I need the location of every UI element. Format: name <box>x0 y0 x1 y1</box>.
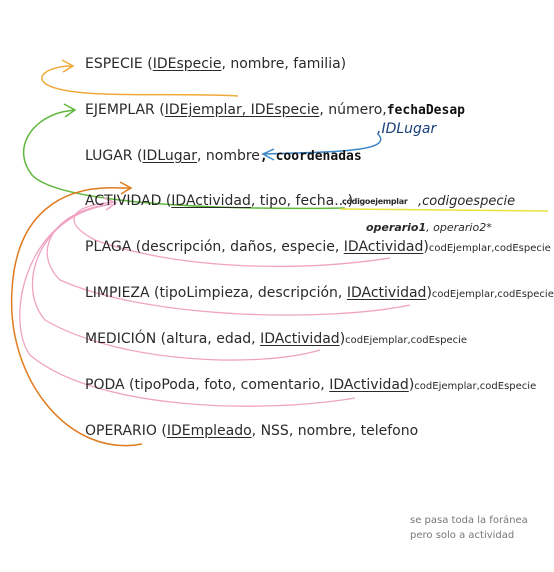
ejemplar-added-lugar: ,IDLugar <box>377 121 437 137</box>
pink-arrow-poda <box>19 205 356 407</box>
limpieza-added: codEjemplar,codEspecie <box>431 289 554 300</box>
poda-name: PODA (tipoPoda, foto, comentario, <box>85 377 330 393</box>
poda-fk: IDActividad <box>329 377 409 393</box>
footnote-line-1: se pasa toda la foránea <box>410 515 528 526</box>
actividad-operario1: operario1 <box>366 221 427 234</box>
operario-rest: , NSS, nombre, telefono <box>251 423 419 439</box>
especie-pk: IDEspecie <box>152 56 222 72</box>
actividad-pk: IDActividad <box>171 193 251 209</box>
row-poda: PODA (tipoPoda, foto, comentario, IDActi… <box>85 377 536 393</box>
orange-arrowhead-2 <box>119 181 133 195</box>
medicion-close: ) <box>339 331 346 347</box>
ejemplar-keys: IDEjemplar, IDEspecie <box>164 102 320 118</box>
operario-pk: IDEmpleado <box>166 423 252 439</box>
row-medicion: MEDICIÓN (altura, edad, IDActividad)codE… <box>85 331 467 347</box>
row-plaga: PLAGA (descripción, daños, especie, IDAc… <box>85 239 551 255</box>
lugar-rest: , nombre <box>196 148 260 164</box>
lugar-added: , coordenadas <box>259 149 362 164</box>
blue-arrow-lugar <box>264 133 382 155</box>
row-especie: ESPECIE (IDEspecie, nombre, familia) <box>85 56 346 72</box>
row-lugar: LUGAR (IDLugar, nombre, coordenadas <box>85 148 362 164</box>
limpieza-name: LIMPIEZA (tipoLimpieza, descripción, <box>85 285 347 301</box>
pink-arrow-medicion <box>31 204 321 361</box>
poda-close: ) <box>408 377 415 393</box>
actividad-name: ACTIVIDAD ( <box>85 193 172 209</box>
actividad-operario2: , operario2* <box>426 221 492 234</box>
plaga-close: ) <box>423 239 429 255</box>
actividad-added-especie: ,codigoespecie <box>418 194 516 209</box>
plaga-fk: IDActividad <box>343 239 424 255</box>
especie-name: ESPECIE ( <box>85 56 153 72</box>
limpieza-fk: IDActividad <box>346 285 427 301</box>
pink-arrow-plaga <box>73 201 391 268</box>
lugar-name: LUGAR ( <box>85 148 143 164</box>
row-limpieza: LIMPIEZA (tipoLimpieza, descripción, IDA… <box>85 285 554 301</box>
lugar-pk: IDLugar <box>142 148 197 164</box>
ejemplar-name: EJEMPLAR ( <box>85 102 165 118</box>
row-operario: OPERARIO (IDEmpleado, NSS, nombre, telef… <box>85 423 418 439</box>
footnote: se pasa toda la foránea pero solo a acti… <box>410 513 528 543</box>
yellow-underline <box>339 208 549 212</box>
orange-arrow-operario <box>10 187 143 447</box>
green-arrowhead <box>63 103 77 118</box>
blue-arrowhead <box>261 148 275 161</box>
limpieza-close: ) <box>426 285 432 301</box>
especie-rest: , nombre, familia) <box>221 56 347 72</box>
actividad-added-operarios: operario1, operario2* <box>366 219 492 235</box>
green-arrow-ejemplar <box>22 109 346 210</box>
actividad-rest: , tipo, fecha...) <box>250 193 354 209</box>
plaga-name: PLAGA (descripción, daños, especie, <box>85 239 344 255</box>
orange-arrowhead <box>61 59 75 73</box>
orange-arrow-especie <box>41 65 239 97</box>
operario-name: OPERARIO ( <box>85 423 167 439</box>
ejemplar-rest: , número, <box>319 102 387 118</box>
medicion-fk: IDActividad <box>260 331 340 347</box>
medicion-added: codEjemplar,codEspecie <box>345 335 468 346</box>
medicion-name: MEDICIÓN (altura, edad, <box>85 331 261 347</box>
poda-added: codEjemplar,codEspecie <box>414 381 537 392</box>
plaga-added: codEjemplar,codEspecie <box>428 243 551 254</box>
actividad-added-ejemplar: códigoejemplar <box>342 197 408 206</box>
ejemplar-added-fecha: fechaDesap <box>386 103 465 118</box>
row-ejemplar: EJEMPLAR (IDEjemplar, IDEspecie, número,… <box>85 102 465 118</box>
pink-arrowhead <box>103 197 118 211</box>
row-actividad: ACTIVIDAD (IDActividad, tipo, fecha...) <box>85 193 353 209</box>
footnote-line-2: pero solo a actividad <box>410 530 515 541</box>
